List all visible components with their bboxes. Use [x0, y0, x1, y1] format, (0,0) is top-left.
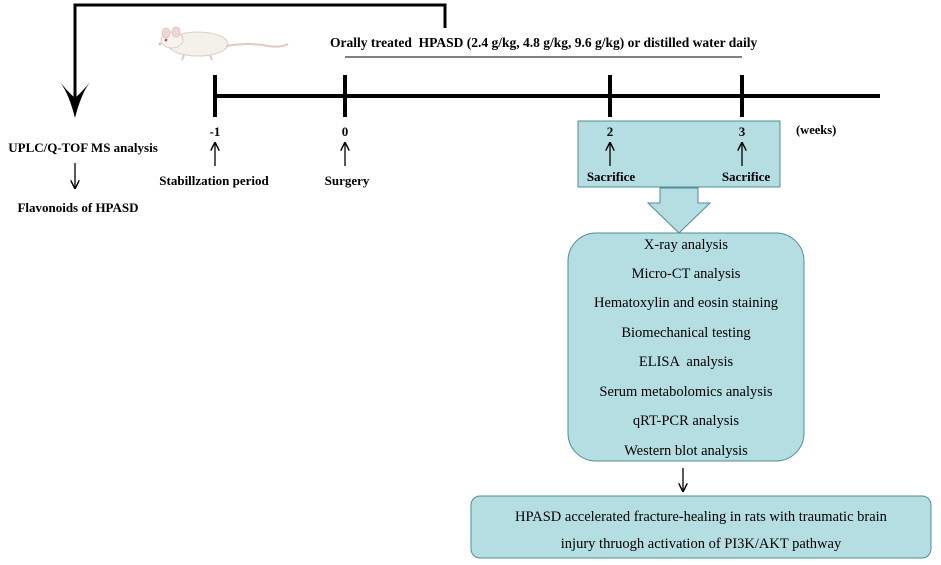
uplc-analysis-label: UPLC/Q-TOF MS analysis — [8, 140, 158, 155]
tick-label-3: 3 — [739, 124, 746, 139]
analysis-item: Western blot analysis — [624, 443, 748, 459]
flavonoids-label: Flavonoids of HPASD — [17, 200, 138, 215]
conclusion-line-2: injury thruogh activation of PI3K/AKT pa… — [561, 536, 842, 552]
analysis-item: Hematoxylin and eosin staining — [594, 295, 778, 311]
sacrifice-box — [577, 120, 781, 188]
analysis-item: Biomechanical testing — [621, 325, 750, 341]
analysis-item: qRT-PCR analysis — [633, 413, 740, 429]
analysis-item: Serum metabolomics analysis — [599, 384, 773, 400]
bracket-line — [73, 3, 447, 102]
analysis-item: Micro-CT analysis — [632, 266, 741, 282]
event-label-sacrifice-week2: Sacrifice — [587, 169, 636, 184]
conclusion-box — [470, 495, 932, 559]
analyses-box — [567, 232, 805, 462]
analysis-item: ELISA analysis — [639, 354, 734, 370]
bracket-arrowhead — [60, 82, 90, 118]
block-down-arrow — [646, 187, 712, 234]
tick-label-minus1: -1 — [210, 124, 221, 139]
tick-label-0: 0 — [342, 124, 349, 139]
tick-label-2: 2 — [607, 124, 614, 139]
conclusion-line-1: HPASD accelerated fracture-healing in ra… — [515, 509, 888, 525]
timeline-unit-label: (weeks) — [796, 123, 836, 137]
event-label-surgery: Surgery — [325, 173, 370, 188]
event-label-stabilization: Stabillzation period — [159, 173, 269, 188]
treatment-label: Orally treated HPASD (2.4 g/kg, 4.8 g/kg… — [330, 35, 757, 50]
analysis-item: X-ray analysis — [644, 237, 729, 253]
event-label-sacrifice-week3: Sacrifice — [722, 169, 771, 184]
rat-icon — [158, 26, 289, 61]
analyses-list: X-ray analysis Micro-CT analysis Hematox… — [594, 237, 778, 459]
